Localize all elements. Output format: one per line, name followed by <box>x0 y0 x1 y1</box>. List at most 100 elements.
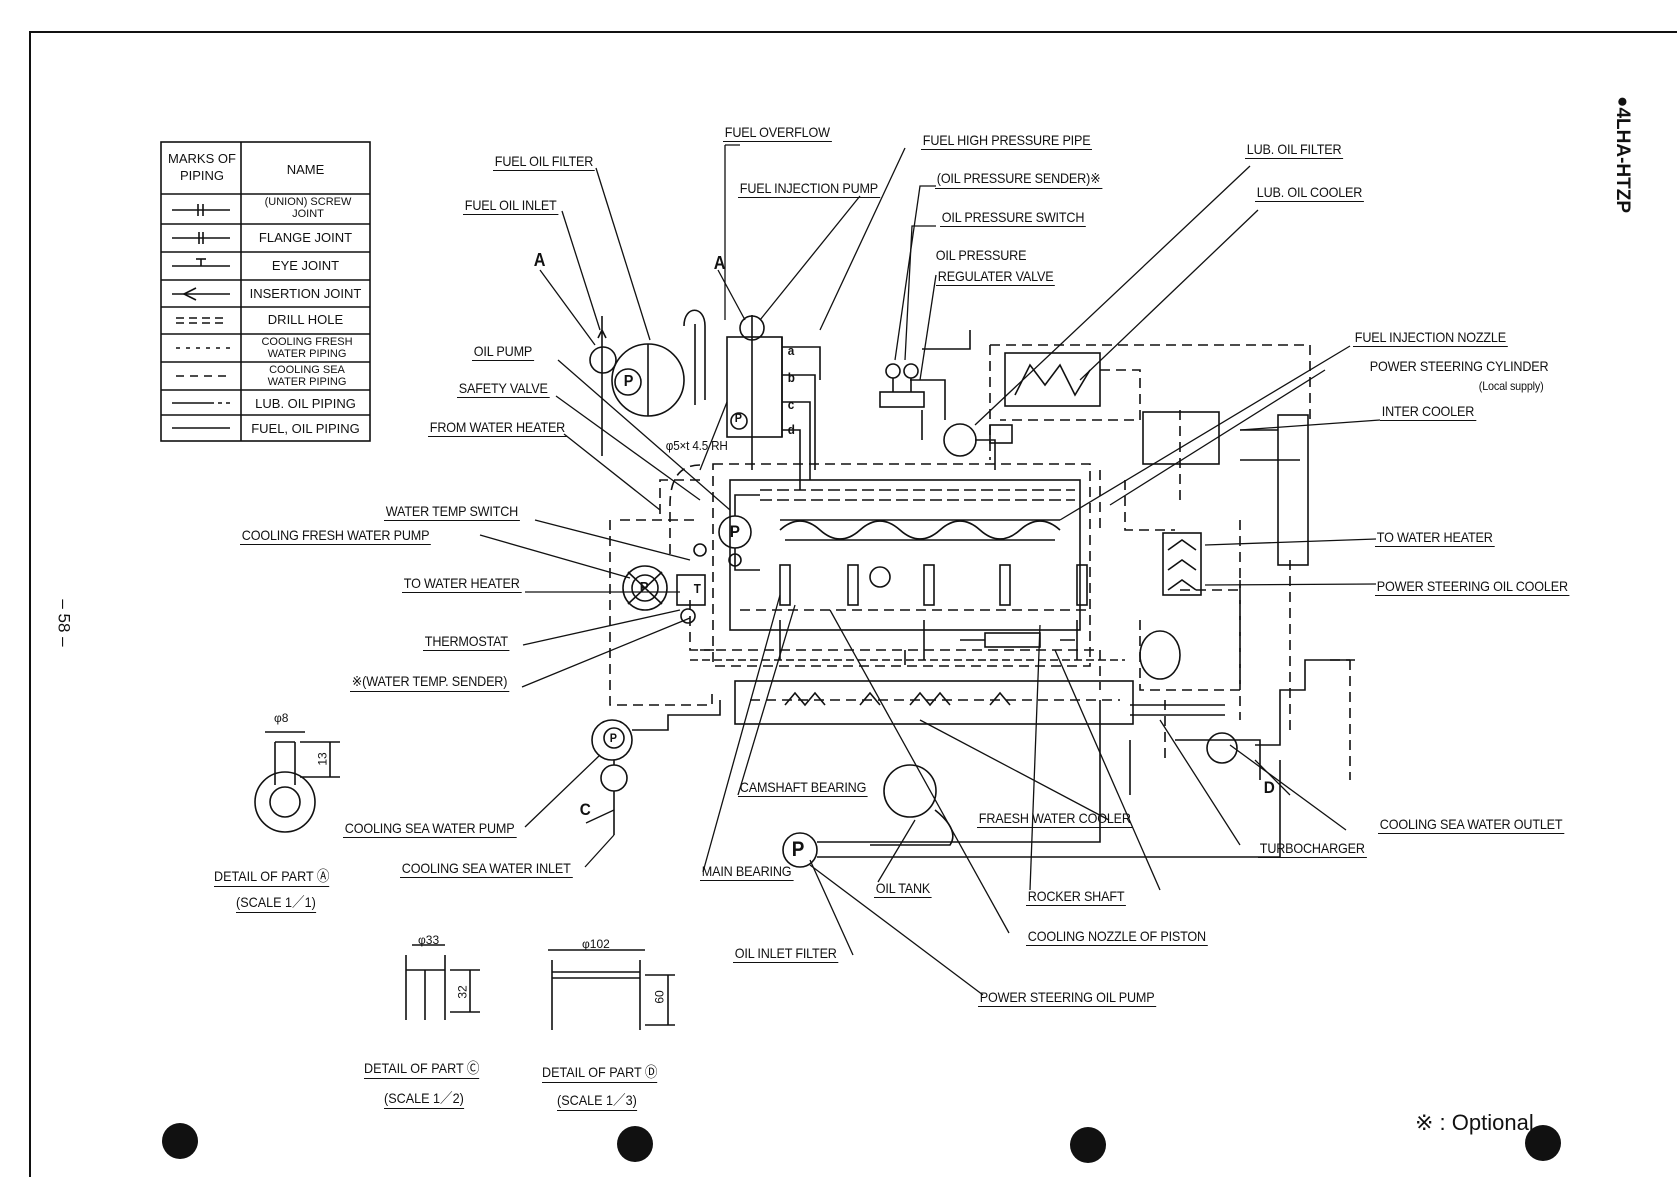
detail-a-drawing <box>254 731 340 833</box>
label-cooling-sea-water-inlet: COOLING SEA WATER INLET <box>400 860 573 878</box>
fuel-injection-pump-letter: P <box>734 411 742 425</box>
fuel-injection-pump-block <box>726 315 821 490</box>
label-oil-pressure: OIL PRESSURE <box>935 247 1027 263</box>
port-b-letter: b <box>787 370 795 385</box>
label-lub-oil-cooler: LUB. OIL COOLER <box>1255 184 1364 202</box>
legend-row-name: FLANGE JOINT <box>258 230 353 245</box>
detail-d-height: 60 <box>652 990 667 1004</box>
label-lub-oil-filter: LUB. OIL FILTER <box>1245 141 1344 159</box>
label-power-steering-cylinder: POWER STEERING CYLINDER <box>1369 358 1549 374</box>
label-power-steering-oil-cooler: POWER STEERING OIL COOLER <box>1375 578 1570 596</box>
legend-row-name: COOLING FRESH WATER PIPING <box>261 336 353 360</box>
legend-row-name: DRILL HOLE <box>267 312 344 327</box>
fresh-water-pump-letter: P <box>639 579 649 596</box>
label-from-water-heater: FROM WATER HEATER <box>428 419 567 437</box>
label-mark-a: A <box>533 250 546 270</box>
label-fuel-injection-nozzle: FUEL INJECTION NOZZLE <box>1353 329 1508 347</box>
label-drill-spec: φ5×t 4.5 RH <box>665 438 728 453</box>
label-oil-inlet-filter: OIL INLET FILTER <box>733 945 839 963</box>
sea-water-pump-letter: P <box>609 731 617 745</box>
cooling-sea-water-pump-symbol <box>591 700 721 835</box>
legend-row-name: INSERTION JOINT <box>249 286 362 301</box>
detail-c-height: 32 <box>455 985 470 999</box>
label-mark-d: D <box>1263 778 1275 797</box>
detail-d-diameter: φ102 <box>582 937 610 951</box>
label-water-temp-switch: WATER TEMP SWITCH <box>384 503 520 521</box>
legend-table-grid <box>160 141 371 442</box>
detail-d-drawing <box>548 949 675 1030</box>
label-oil-pressure-sender: (OIL PRESSURE SENDER)※ <box>935 170 1103 189</box>
label-fuel-overflow: FUEL OVERFLOW <box>723 124 832 142</box>
lub-oil-cooler-symbol <box>989 344 1311 460</box>
detail-a-scale: (SCALE 1／1) <box>236 892 316 913</box>
label-turbocharger: TURBOCHARGER <box>1258 840 1367 858</box>
label-cooling-fresh-water-pump: COOLING FRESH WATER PUMP <box>240 527 432 545</box>
label-cooling-nozzle-of-piston: COOLING NOZZLE OF PISTON <box>1026 928 1208 946</box>
label-mark-a: A <box>713 253 726 273</box>
label-water-temp-sender: ※(WATER TEMP. SENDER) <box>350 673 510 692</box>
label-oil-tank: OIL TANK <box>874 880 932 898</box>
detail-d-title: DETAIL OF PART Ⓓ <box>542 1062 658 1083</box>
oil-tank-symbol <box>870 764 954 846</box>
label-fuel-injection-pump: FUEL INJECTION PUMP <box>738 180 880 198</box>
legend-marks <box>172 204 230 429</box>
legend-row-name: LUB. OIL PIPING <box>255 396 356 411</box>
cooling-fresh-water-pump-symbol <box>622 565 706 624</box>
port-c-letter: c <box>787 397 795 412</box>
label-regulater-valve: REGULATER VALVE <box>936 268 1056 286</box>
detail-c-drawing <box>405 944 480 1020</box>
label-mark-c: C <box>579 800 591 819</box>
label-cooling-sea-water-outlet: COOLING SEA WATER OUTLET <box>1378 816 1565 834</box>
binder-hole <box>617 1126 653 1162</box>
binder-hole <box>162 1123 198 1159</box>
oil-pressure-sender-symbols <box>879 330 971 440</box>
label-rocker-shaft: ROCKER SHAFT <box>1026 888 1127 906</box>
label-fraesh-water-cooler: FRAESH WATER COOLER <box>977 810 1133 828</box>
port-a-letter: a <box>787 343 795 358</box>
fuel-oil-filter-symbol <box>589 309 706 456</box>
label-cooling-sea-water-pump: COOLING SEA WATER PUMP <box>343 820 517 838</box>
oil-pump-letter: P <box>729 522 740 541</box>
page-number: – 58 – <box>52 595 92 655</box>
page-number-text: – 58 – <box>54 599 74 647</box>
model-title: ●4LHA-HTZP <box>1607 96 1637 280</box>
legend-row-name: FUEL, OIL PIPING <box>251 421 360 436</box>
label-oil-pump: OIL PUMP <box>472 343 534 361</box>
label-to-water-heater: TO WATER HEATER <box>402 575 522 593</box>
legend-header-marks: MARKS OF PIPING <box>168 151 236 183</box>
power-steering-cylinder-box <box>1277 414 1309 566</box>
legend-row-name: COOLING SEA WATER PIPING <box>267 364 347 388</box>
power-steering-pump-letter: P <box>791 838 805 861</box>
label-to-water-heater: TO WATER HEATER <box>1375 529 1495 547</box>
leader-lines <box>479 144 1381 996</box>
detail-d-scale: (SCALE 1／3) <box>557 1090 637 1111</box>
label-inter-cooler: INTER COOLER <box>1380 403 1476 421</box>
oil-pan <box>734 680 1134 725</box>
detail-a-diameter: φ8 <box>274 711 289 725</box>
label-main-bearing: MAIN BEARING <box>700 863 794 881</box>
legend-header-name: NAME <box>286 162 325 177</box>
label-thermostat: THERMOSTAT <box>423 633 510 651</box>
cylinder-rows <box>779 564 1088 606</box>
binder-hole <box>1525 1125 1561 1161</box>
label-safety-valve: SAFETY VALVE <box>457 380 550 398</box>
inter-cooler-box <box>1142 411 1220 465</box>
detail-c-diameter: φ33 <box>418 933 440 947</box>
label-local-supply: (Local supply) <box>1478 379 1544 393</box>
cooling-water-loop <box>609 410 1291 760</box>
detail-a-height: 13 <box>315 752 330 766</box>
label-camshaft-bearing: CAMSHAFT BEARING <box>738 779 869 797</box>
label-oil-pressure-switch: OIL PRESSURE SWITCH <box>940 209 1087 227</box>
label-fuel-oil-inlet: FUEL OIL INLET <box>463 197 559 215</box>
oil-pump-symbol <box>693 494 760 571</box>
page-frame <box>29 31 1677 1177</box>
engine-block <box>690 463 1125 690</box>
optional-note: ※ : Optional <box>1415 1110 1534 1135</box>
fuel-feed-pump-letter: P <box>623 373 634 390</box>
thermostat-letter: T <box>693 581 701 596</box>
lub-oil-filter-symbol <box>910 379 1013 470</box>
model-title-text: ●4LHA-HTZP <box>1612 96 1633 214</box>
detail-c-title: DETAIL OF PART Ⓒ <box>364 1058 480 1079</box>
